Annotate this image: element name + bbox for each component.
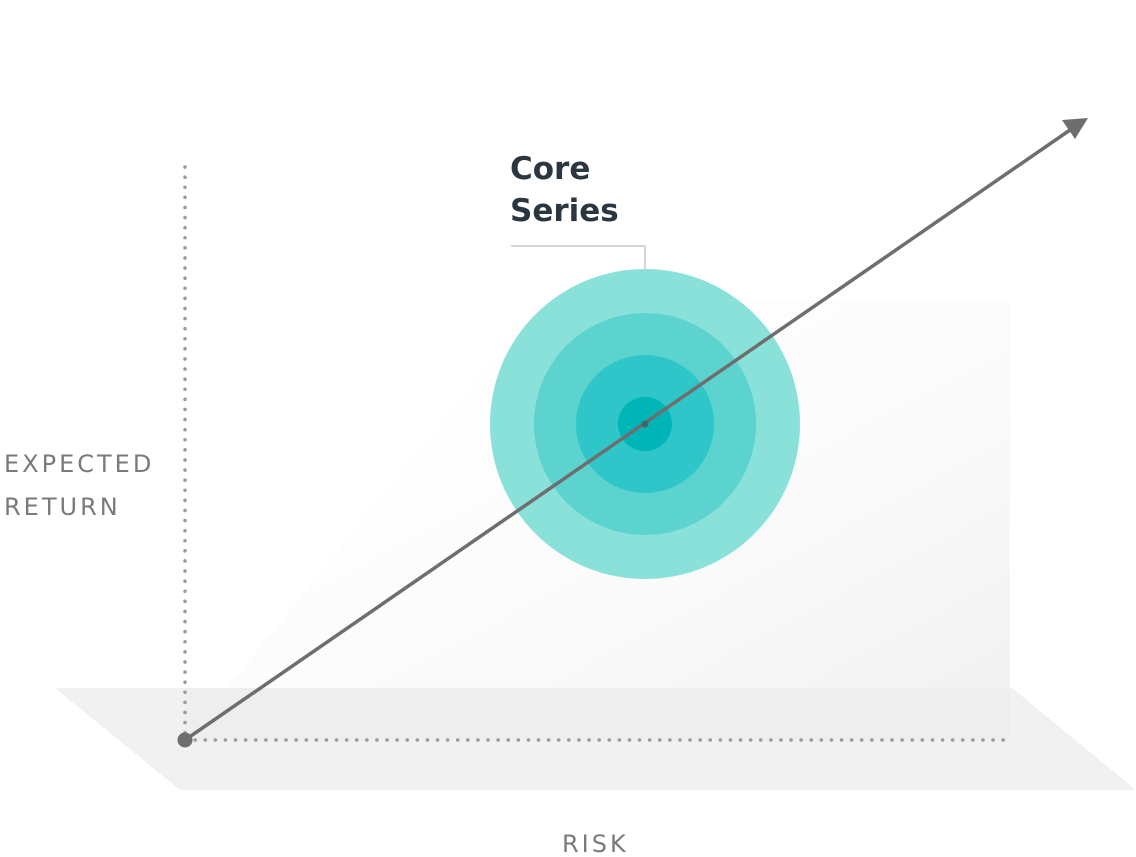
core-series-label-line2: Series <box>510 193 619 229</box>
x-axis-label: RISK <box>562 830 629 857</box>
y-axis-label-line2: RETURN <box>4 493 121 521</box>
origin-dot <box>177 732 193 748</box>
y-axis-label-line1: EXPECTED <box>4 450 154 478</box>
floor-shade <box>185 688 1010 740</box>
label-leader-line <box>511 245 646 270</box>
core-series-label-line1: Core <box>510 151 590 187</box>
risk-return-arrow-line <box>184 128 1071 742</box>
arrow-head-icon <box>1062 118 1088 139</box>
center-dot <box>641 420 649 428</box>
